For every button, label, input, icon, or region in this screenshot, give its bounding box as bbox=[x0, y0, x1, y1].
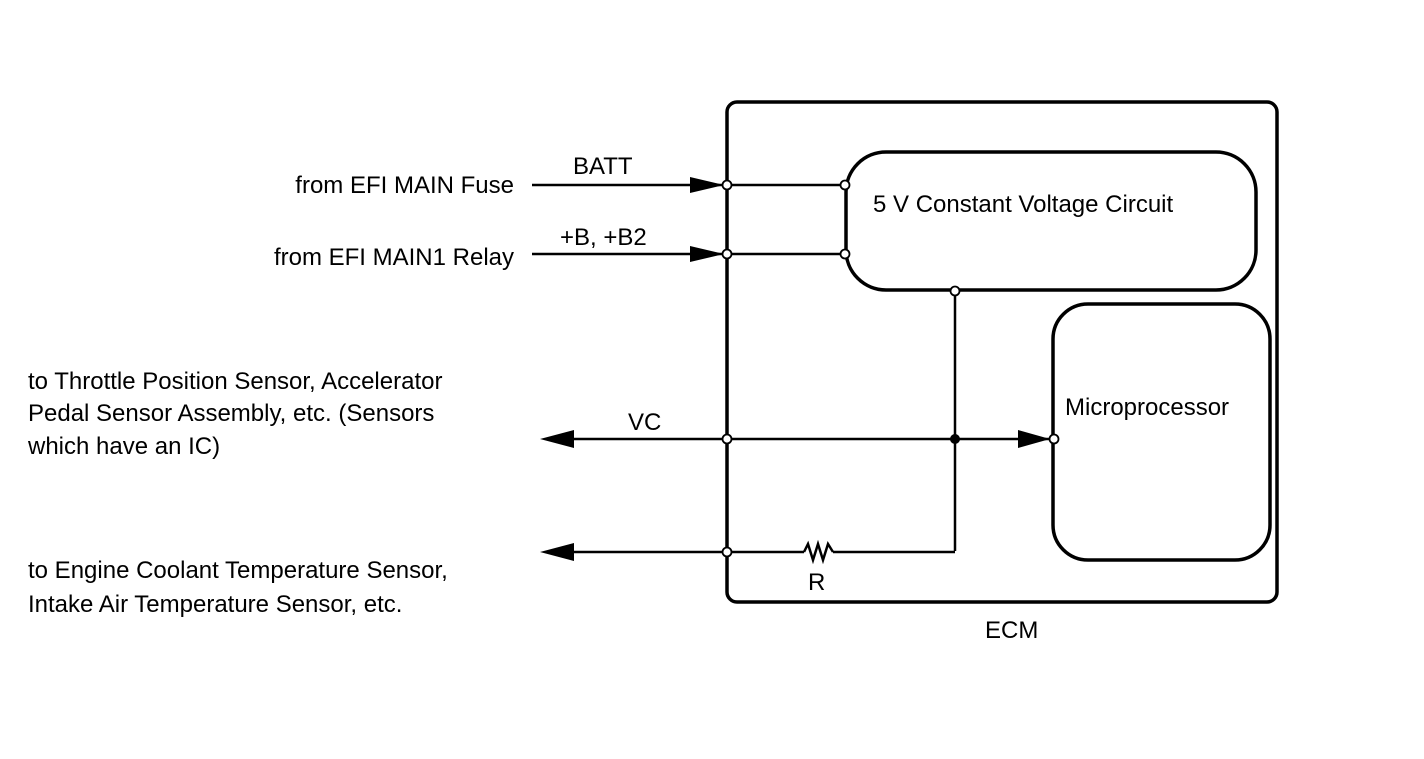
resistor-symbol bbox=[802, 539, 835, 565]
resistor-label: R bbox=[808, 569, 825, 596]
vc-terminal bbox=[721, 433, 733, 445]
fuse-source-label: from EFI MAIN Fuse bbox=[295, 172, 514, 199]
vc-destination-line-3: which have an IC) bbox=[27, 433, 220, 460]
regulator-label: 5 V Constant Voltage Circuit bbox=[873, 191, 1173, 218]
r-terminal bbox=[721, 546, 733, 558]
relay-source-label: from EFI MAIN1 Relay bbox=[274, 244, 514, 271]
b-b2-arrow bbox=[690, 246, 724, 262]
microprocessor-box bbox=[1051, 302, 1272, 562]
microprocessor-label: Microprocessor bbox=[1065, 394, 1229, 421]
r-destination-line-2: Intake Air Temperature Sensor, etc. bbox=[28, 591, 402, 618]
regulator-batt-terminal bbox=[839, 179, 851, 191]
ecm-label: ECM bbox=[985, 617, 1038, 644]
r-output-arrow bbox=[540, 543, 574, 561]
regulator-box bbox=[844, 150, 1258, 292]
vc-label: VC bbox=[628, 409, 661, 436]
batt-label: BATT bbox=[573, 153, 633, 180]
regulator-out-terminal bbox=[949, 285, 961, 297]
regulator-b-terminal bbox=[839, 248, 851, 260]
vc-output-arrow bbox=[540, 430, 574, 448]
vc-destination-line-1: to Throttle Position Sensor, Accelerator bbox=[28, 368, 442, 395]
b-b2-label: +B, +B2 bbox=[560, 224, 647, 251]
b-b2-terminal bbox=[721, 248, 733, 260]
vc-micro-arrow bbox=[1018, 430, 1050, 448]
batt-arrow bbox=[690, 177, 724, 193]
ecm-box bbox=[725, 100, 1279, 604]
junction-dot bbox=[950, 434, 960, 444]
micro-terminal bbox=[1048, 433, 1060, 445]
batt-terminal bbox=[721, 179, 733, 191]
vc-destination-line-2: Pedal Sensor Assembly, etc. (Sensors bbox=[28, 400, 434, 427]
r-destination-line-1: to Engine Coolant Temperature Sensor, bbox=[28, 557, 448, 584]
